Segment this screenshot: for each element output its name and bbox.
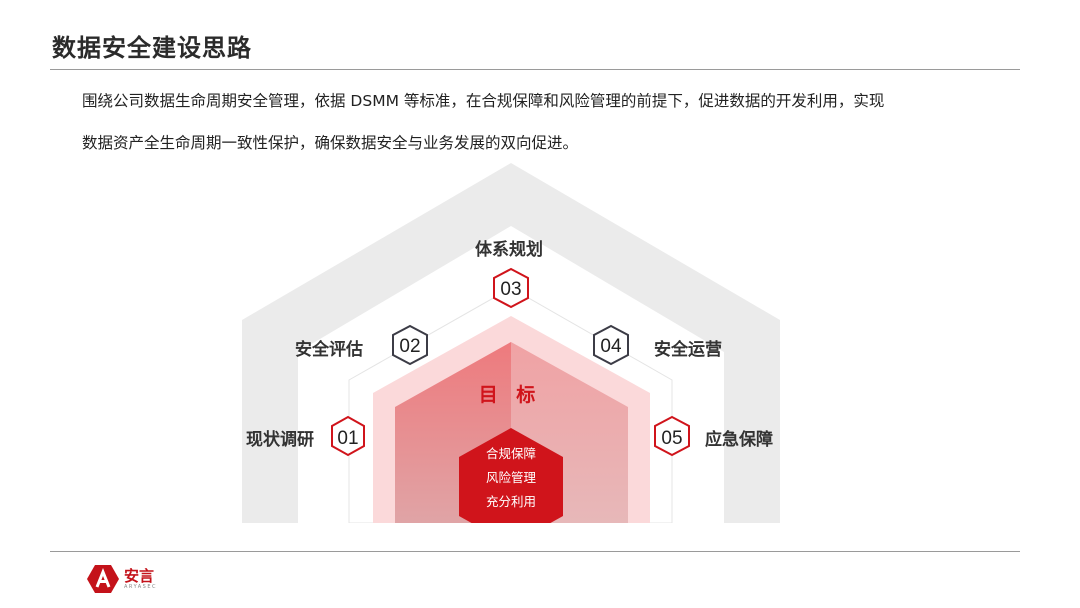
- footer-divider: [50, 551, 1020, 552]
- title-divider: [50, 69, 1020, 70]
- goal-item-2: 风险管理: [485, 470, 536, 485]
- step-hex-03: [493, 267, 529, 309]
- step-label-05: 应急保障: [705, 430, 773, 450]
- step-hex-05: [654, 415, 690, 457]
- step-number-02: 02: [399, 336, 420, 357]
- step-label-01: 现状调研: [246, 430, 314, 450]
- brand-logo-icon: [87, 565, 119, 593]
- step-label-04: 安全运营: [654, 340, 722, 360]
- page-title: 数据安全建设思路: [52, 34, 252, 62]
- step-hex-01: [331, 415, 365, 457]
- intro-text-line-1: 围绕公司数据生命周期安全管理，依据 DSMM 等标准，在合规保障和风险管理的前提…: [82, 92, 885, 110]
- step-hex-04: [593, 324, 629, 366]
- goal-item-1: 合规保障: [485, 446, 536, 461]
- goal-item-3: 充分利用: [485, 494, 536, 509]
- step-number-04: 04: [600, 336, 622, 357]
- brand-subname: ARYASEC: [124, 584, 157, 590]
- intro-text-line-2: 数据资产全生命周期一致性保护，确保数据安全与业务发展的双向促进。: [82, 134, 579, 152]
- step-label-03: 体系规划: [475, 240, 543, 260]
- step-number-01: 01: [337, 428, 358, 449]
- goal-title: 目 标: [478, 384, 542, 406]
- step-number-05: 05: [661, 428, 682, 449]
- step-number-03: 03: [500, 279, 521, 300]
- outer-house-shape: [242, 163, 780, 523]
- brand-name: 安言: [124, 567, 155, 585]
- goal-hexagon: [459, 428, 563, 545]
- step-hex-02: [392, 324, 428, 366]
- step-label-02: 安全评估: [295, 340, 363, 360]
- hexagon-base-mask: [300, 523, 780, 553]
